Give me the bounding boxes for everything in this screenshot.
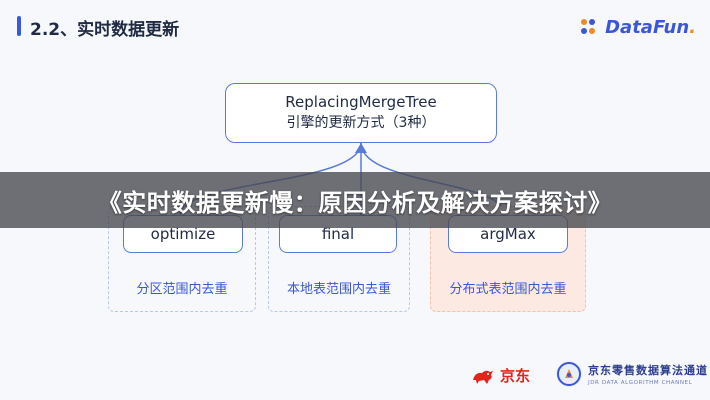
jd-dog-icon <box>470 366 496 386</box>
jdr-channel-subtitle: JDR DATA ALGORITHM CHANNEL <box>588 380 693 386</box>
connector-arrowhead <box>355 143 367 153</box>
group-caption-final: 本地表范围内去重 <box>286 282 391 297</box>
datafun-logo-icon <box>575 14 601 40</box>
group-caption-argmax: 分布式表范围内去重 <box>449 282 567 297</box>
title-accent-bar <box>17 16 21 36</box>
logo-dot: . <box>689 16 696 38</box>
slide-title: 2.2、实时数据更新 <box>30 20 180 40</box>
jd-logo-text: 京东 <box>500 367 531 385</box>
root-node: ReplacingMergeTree 引擎的更新方式（3种） <box>225 83 497 143</box>
jdr-channel-icon <box>556 361 582 387</box>
datafun-logo: DataFun. <box>575 14 696 40</box>
jdr-channel-name: 京东零售数据算法通道 <box>588 364 708 377</box>
jd-logo: 京东 <box>470 365 530 386</box>
banner-title: 《实时数据更新慢：原因分析及解决方案探讨》 <box>97 188 613 217</box>
article-title-banner: 《实时数据更新慢：原因分析及解决方案探讨》 <box>0 172 710 228</box>
jdr-channel-logo: 京东零售数据算法通道 JDR DATA ALGORITHM CHANNEL <box>556 361 708 387</box>
root-node-subtitle: 引擎的更新方式（3种） <box>286 115 436 131</box>
group-caption-optimize: 分区范围内去重 <box>136 282 228 297</box>
root-node-title: ReplacingMergeTree <box>285 93 437 111</box>
logo-text: DataFun <box>605 16 690 38</box>
